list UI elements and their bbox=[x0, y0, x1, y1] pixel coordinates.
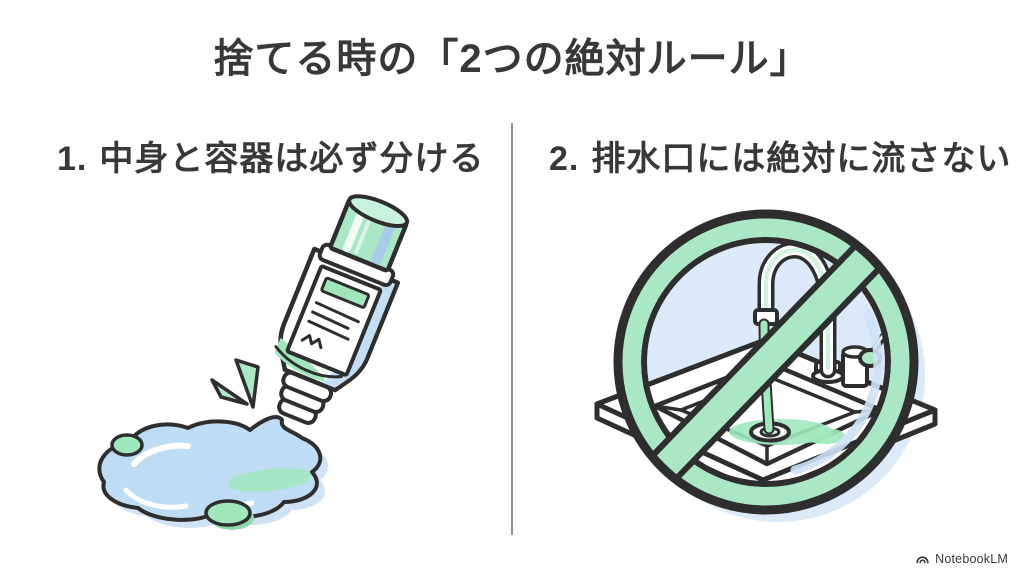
squeeze-mark bbox=[210, 378, 249, 406]
tube-shoulder-line bbox=[274, 345, 344, 379]
spill-droplets bbox=[110, 433, 254, 530]
ring-inner-line bbox=[641, 237, 891, 487]
puddle-green-streak bbox=[228, 468, 312, 492]
cosmetic-tube bbox=[274, 194, 410, 425]
rule-panel-1: 1. 中身と容器は必ず分ける bbox=[0, 100, 511, 555]
puddle-body bbox=[97, 415, 323, 522]
droplet bbox=[110, 433, 144, 457]
ring-mint-band bbox=[621, 217, 911, 507]
tube-nozzle bbox=[277, 370, 334, 425]
label-squiggle bbox=[300, 334, 323, 350]
puddle-highlight bbox=[131, 442, 191, 467]
tube-label bbox=[285, 264, 383, 377]
inner-blue-crescent bbox=[790, 310, 883, 475]
notebooklm-logo-icon bbox=[916, 556, 929, 564]
panel-divider bbox=[511, 123, 513, 535]
notebooklm-brand-text: NotebookLM bbox=[935, 551, 1008, 566]
rule-1-label: 中身と容器は必ず分ける bbox=[99, 140, 485, 178]
rule-1-heading: 1. 中身と容器は必ず分ける bbox=[57, 131, 484, 180]
puddle-highlight bbox=[123, 487, 189, 510]
tube-cap bbox=[328, 194, 410, 273]
rule-2-heading: 2. 排水口には絶対に流さない bbox=[549, 131, 1011, 180]
slide-title: 捨てる時の「2つの絶対ルール」 bbox=[213, 37, 811, 81]
rule-panel-2: 2. 排水口には絶対に流さない bbox=[513, 100, 1024, 555]
notebooklm-brand: NotebookLM bbox=[915, 551, 1008, 566]
ring-outer-line bbox=[613, 209, 919, 515]
droplet bbox=[204, 499, 252, 527]
prohibition-sign bbox=[613, 209, 919, 515]
rule-1-number: 1. bbox=[57, 140, 88, 178]
squeeze-mark bbox=[234, 358, 260, 409]
bottle-spill-illustration bbox=[97, 194, 410, 530]
drain-puddle bbox=[805, 428, 845, 444]
rule-2-label: 排水口には絶対に流さない bbox=[591, 140, 1012, 178]
rule-2-number: 2. bbox=[549, 140, 580, 178]
no-drain-illustration bbox=[594, 209, 938, 522]
squeeze-marks bbox=[210, 358, 260, 409]
spill-puddle bbox=[97, 415, 329, 528]
